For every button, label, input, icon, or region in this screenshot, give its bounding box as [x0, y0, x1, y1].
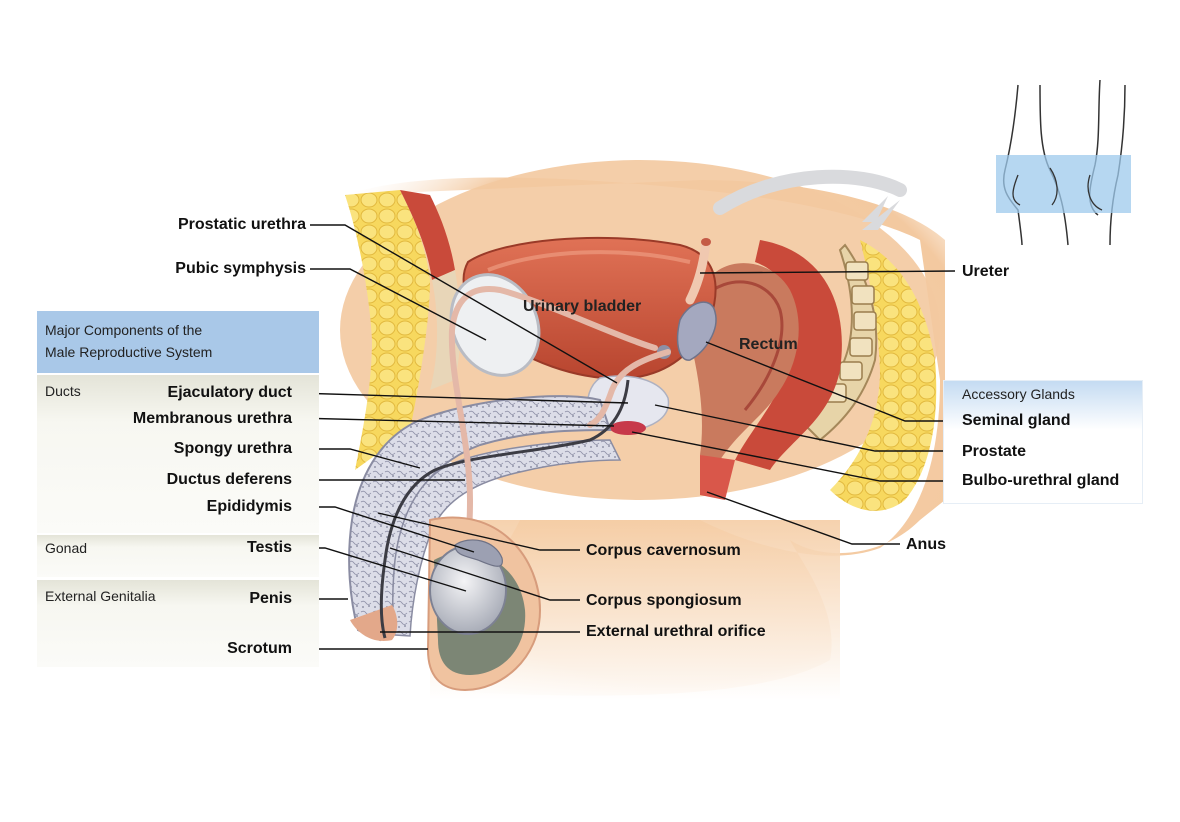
anal-canal	[700, 455, 735, 500]
accessory-glands-box	[943, 380, 1143, 504]
orientation-inset	[713, 79, 1131, 246]
label-bulbo-urethral-gland: Bulbo-urethral gland	[962, 472, 1120, 489]
abdominal-fat	[345, 190, 430, 470]
label-spongy-urethra: Spongy urethra	[173, 440, 292, 457]
group-gonad-label: Gonad	[45, 540, 88, 556]
label-membranous-urethra: Membranous urethra	[132, 410, 292, 427]
components-box-title-line1: Major Components of the	[45, 322, 203, 338]
accessory-glands-title: Accessory Glands	[962, 386, 1075, 402]
ureter-tube	[685, 237, 711, 305]
label-prostate: Prostate	[962, 443, 1027, 460]
ductus-deferens-tube	[448, 286, 671, 555]
label-corpus-cavernosum: Corpus cavernosum	[586, 542, 741, 559]
label-penis: Penis	[249, 590, 292, 607]
label-epididymis: Epididymis	[206, 498, 292, 515]
seminal-gland-shape	[676, 301, 717, 361]
label-external-urethral-orifice: External urethral orifice	[586, 623, 766, 640]
label-ejaculatory-duct: Ejaculatory duct	[167, 384, 292, 401]
components-box-header: Major Components of the Male Reproductiv…	[37, 311, 319, 373]
group-ducts-label: Ducts	[45, 383, 81, 399]
label-pubic-symphysis: Pubic symphysis	[175, 260, 306, 277]
group-external-genitalia: External Genitalia	[37, 580, 319, 667]
label-seminal-gland: Seminal gland	[962, 412, 1071, 429]
label-anus: Anus	[906, 536, 946, 553]
group-external-genitalia-label: External Genitalia	[45, 588, 156, 604]
components-box-title-line2: Male Reproductive System	[45, 344, 213, 360]
label-ureter: Ureter	[962, 263, 1010, 280]
label-testis: Testis	[246, 539, 292, 556]
group-gonad: Gonad	[37, 535, 319, 577]
sacrum-fat	[830, 240, 937, 511]
abdominal-muscle	[400, 190, 455, 280]
leader-lines	[295, 224, 956, 650]
label-corpus-spongiosum: Corpus spongiosum	[586, 592, 742, 609]
rectum-interior	[688, 263, 799, 460]
urethra-line	[379, 379, 630, 639]
inset-arrow-icon	[862, 196, 888, 222]
section-plane	[996, 155, 1131, 213]
label-prostatic-urethra: Prostatic urethra	[177, 216, 306, 233]
label-ductus-deferens: Ductus deferens	[166, 471, 292, 488]
rectum-wall	[735, 240, 842, 470]
epididymis-shape	[454, 539, 503, 567]
group-ducts: Ducts	[37, 375, 319, 533]
sacral-vertebrae	[823, 261, 877, 403]
rectum-label: Rectum	[739, 336, 798, 353]
urinary-bladder-label: Urinary bladder	[523, 298, 642, 315]
label-scrotum: Scrotum	[227, 640, 292, 657]
